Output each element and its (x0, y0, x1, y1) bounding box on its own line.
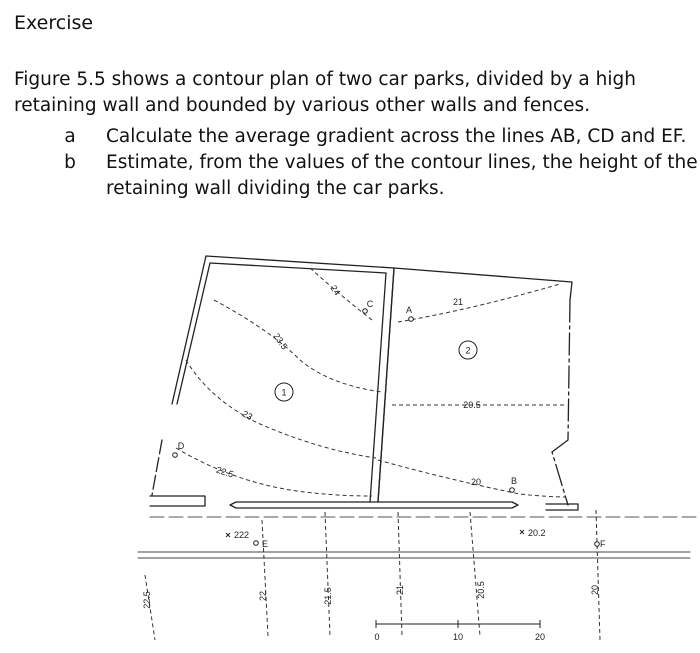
road-contour-20 (595, 509, 601, 641)
road-contour-label-21: 21 (395, 585, 405, 595)
right-side-fence (551, 299, 571, 506)
contour-line-21 (397, 283, 561, 323)
contour-label-21: 21 (453, 297, 463, 307)
contour-line-23 (185, 359, 377, 459)
left-boundary-wall (171, 255, 395, 503)
front-wall-right (545, 503, 579, 511)
scale-label-0: 0 (374, 632, 379, 642)
right-boundary-wall (393, 267, 573, 301)
scale-label-20: 20 (535, 632, 545, 642)
scale-label-10: 10 (453, 632, 463, 642)
retaining-wall (369, 267, 395, 503)
contour-line-22-5 (175, 447, 373, 497)
spot-height-right-cross (519, 529, 525, 535)
question-label: a (64, 126, 76, 147)
scale-bar (375, 620, 541, 628)
point-a-marker (408, 316, 414, 322)
point-label-b: B (511, 476, 517, 486)
question-text: Calculate the average gradient across th… (106, 126, 687, 147)
front-wall-left (149, 495, 206, 507)
car-park-1-circle (274, 382, 294, 402)
point-label-f: F (600, 539, 606, 549)
contour-label-23: 23 (241, 409, 255, 423)
point-c-marker (362, 308, 368, 314)
point-label-d: D (178, 441, 185, 451)
spot-height-left: 222 (234, 530, 249, 540)
point-b-marker (509, 487, 515, 493)
road-contour-label-20: 20 (590, 585, 600, 595)
contour-line-23-5 (213, 299, 383, 393)
contour-label-22-5: 22.5 (215, 465, 235, 480)
contour-label-20-5: 20.5 (463, 400, 481, 410)
front-wall-middle (229, 501, 519, 509)
road-contour-21 (397, 511, 403, 637)
point-label-c: C (367, 299, 374, 309)
spot-height-left-cross (225, 532, 231, 538)
road-contour-22 (261, 519, 269, 637)
road-contour-21-5 (324, 511, 331, 637)
intro-paragraph: Figure 5.5 shows a contour plan of two c… (14, 69, 636, 116)
car-park-label-1: 1 (281, 388, 286, 398)
contour-line-24 (309, 267, 373, 321)
left-boundary-wall-inner (176, 262, 387, 405)
road-contour-label-22: 22 (258, 591, 268, 601)
road-contour-label-21-5: 21.5 (323, 587, 333, 605)
car-park-label-2: 2 (465, 346, 470, 356)
point-label-a: A (406, 305, 412, 315)
car-park-2-circle (458, 340, 478, 360)
left-side-fence (151, 439, 163, 496)
point-f-marker (594, 541, 600, 547)
spot-height-right: 20.2 (528, 528, 546, 538)
contour-label-24: 24 (328, 283, 342, 297)
point-e-marker (253, 540, 259, 546)
contour-label-20: 20 (471, 477, 481, 487)
road-contour-20-5 (469, 511, 481, 637)
exercise-heading: Exercise (14, 12, 94, 34)
road-contour-label-22-5: 22.5 (142, 591, 152, 609)
road-contour-22-5 (144, 574, 156, 641)
road-contour-label-20-5: 20.5 (476, 581, 486, 599)
question-b: b Estimate, from the values of the conto… (50, 150, 700, 204)
contour-line-ab (408, 317, 510, 490)
point-d-marker (172, 452, 178, 458)
contour-line-20 (377, 459, 567, 498)
question-label: b (64, 152, 76, 173)
question-a: a Calculate the average gradient across … (50, 124, 700, 150)
point-label-e: E (262, 539, 268, 549)
question-text: Estimate, from the values of the contour… (106, 152, 698, 199)
